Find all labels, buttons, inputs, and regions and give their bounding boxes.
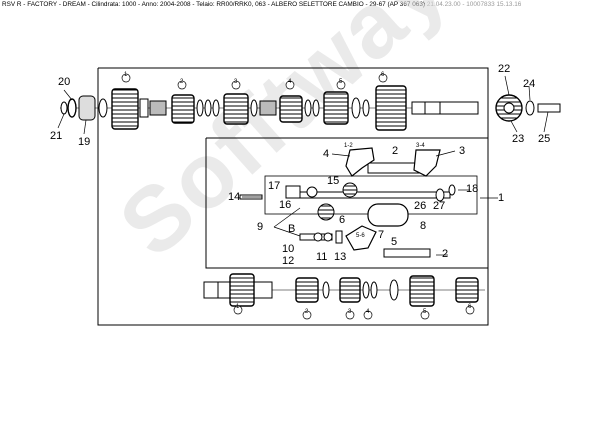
callout-13: 13 bbox=[334, 251, 347, 263]
spring-16 bbox=[306, 186, 318, 198]
callout-25: 25 bbox=[538, 133, 551, 145]
leader-lines bbox=[57, 75, 549, 256]
washer-27 bbox=[448, 184, 456, 196]
shift-fork-assembly bbox=[239, 147, 478, 258]
primary-shaft-end bbox=[411, 101, 479, 115]
callout-19: 19 bbox=[78, 136, 91, 148]
callout-10: 10 bbox=[282, 243, 295, 255]
fork-mark-1-2: 1-2 bbox=[344, 143, 353, 149]
callout-20: 20 bbox=[58, 76, 71, 88]
callout-5: 5 bbox=[391, 236, 398, 248]
callout-9: 9 bbox=[257, 221, 264, 233]
gear-mark-top-2: 2 bbox=[180, 79, 184, 85]
secondary-shaft-assembly bbox=[203, 273, 485, 307]
primary-shaft-assembly bbox=[60, 85, 561, 131]
callout-12: 12 bbox=[282, 255, 295, 267]
bearing-19 bbox=[78, 95, 96, 121]
callout-4: 4 bbox=[323, 148, 330, 160]
callout-22: 22 bbox=[498, 63, 511, 75]
gear-15 bbox=[342, 182, 358, 198]
callout-1: 1 bbox=[498, 192, 505, 204]
gear-mark-bottom-5: 5 bbox=[423, 309, 427, 315]
callout-6: 6 bbox=[339, 214, 346, 226]
callout-16: 16 bbox=[279, 199, 292, 211]
top-gear-4 bbox=[279, 95, 303, 123]
part-17 bbox=[285, 185, 301, 199]
top-gear-6 bbox=[375, 85, 407, 131]
header-title: RSV R - FACTORY - DREAM - Cilindrata: 10… bbox=[2, 1, 426, 8]
gear-mark-bottom-3: 3 bbox=[348, 309, 352, 315]
gear-mark-bottom-4: 4 bbox=[366, 309, 370, 315]
bolt-25 bbox=[537, 103, 561, 113]
callout-2-upper: 2 bbox=[392, 145, 399, 157]
fork-mark-3-4: 3-4 bbox=[416, 143, 425, 149]
fork-subframe bbox=[205, 138, 488, 269]
top-gear-5 bbox=[323, 91, 349, 125]
callout-17: 17 bbox=[268, 180, 281, 192]
page-header: RSV R - FACTORY - DREAM - Cilindrata: 10… bbox=[2, 1, 521, 8]
gear-mark-top-1: 1 bbox=[124, 72, 128, 78]
callout-21: 21 bbox=[50, 130, 63, 142]
gear-mark-circles bbox=[121, 73, 475, 320]
callout-2-lower: 2 bbox=[442, 248, 449, 260]
fork-rod-lower bbox=[383, 248, 431, 258]
gear-mark-top-4: 4 bbox=[288, 79, 292, 85]
gear-mark-top-5: 5 bbox=[339, 79, 343, 85]
top-gear-2 bbox=[171, 94, 195, 124]
needle-bearing bbox=[149, 100, 167, 116]
sprocket-6 bbox=[317, 203, 335, 221]
bottom-gear-3 bbox=[339, 277, 361, 303]
top-gear-1 bbox=[111, 88, 139, 130]
callout-23: 23 bbox=[512, 133, 525, 145]
seal-20 bbox=[67, 98, 77, 118]
fork-mark-5-6: 5-6 bbox=[356, 233, 365, 239]
callout-B: B bbox=[288, 223, 296, 235]
shift-fork-5 bbox=[345, 225, 377, 251]
spacer-8 bbox=[367, 203, 409, 227]
bottom-gear-5 bbox=[455, 277, 479, 303]
callout-7: 7 bbox=[378, 229, 385, 241]
gear-mark-bottom-6: 6 bbox=[468, 304, 472, 310]
gear-mark-top-6: 6 bbox=[381, 72, 385, 78]
callout-14: 14 bbox=[228, 191, 241, 203]
bottom-gear-2 bbox=[295, 277, 319, 303]
callout-8: 8 bbox=[420, 220, 427, 232]
gear-mark-top-3: 3 bbox=[234, 79, 238, 85]
callout-3: 3 bbox=[459, 145, 466, 157]
bottom-gear-4 bbox=[409, 275, 435, 307]
gear-mark-bottom-2: 2 bbox=[305, 309, 309, 315]
callout-24: 24 bbox=[523, 78, 536, 90]
washer-24 bbox=[525, 100, 535, 116]
callout-11: 11 bbox=[316, 251, 328, 263]
callout-26: 26 bbox=[414, 200, 427, 212]
gear-mark-bottom-1: 1 bbox=[236, 304, 240, 310]
washer-21 bbox=[60, 101, 68, 115]
callout-27: 27 bbox=[433, 200, 446, 212]
top-gear-3 bbox=[223, 93, 249, 125]
header-meta: 21.04.23.00 - 10007833 15.13.16 bbox=[426, 1, 522, 8]
shift-fork-3 bbox=[413, 149, 441, 177]
washer-26 bbox=[435, 188, 445, 202]
assembly-frame bbox=[97, 67, 489, 326]
callout-15: 15 bbox=[327, 175, 340, 187]
shift-fork-4 bbox=[345, 147, 375, 177]
callout-18: 18 bbox=[466, 183, 479, 195]
bottom-gear-1 bbox=[229, 273, 255, 307]
selector-drum-shaft bbox=[299, 191, 451, 199]
